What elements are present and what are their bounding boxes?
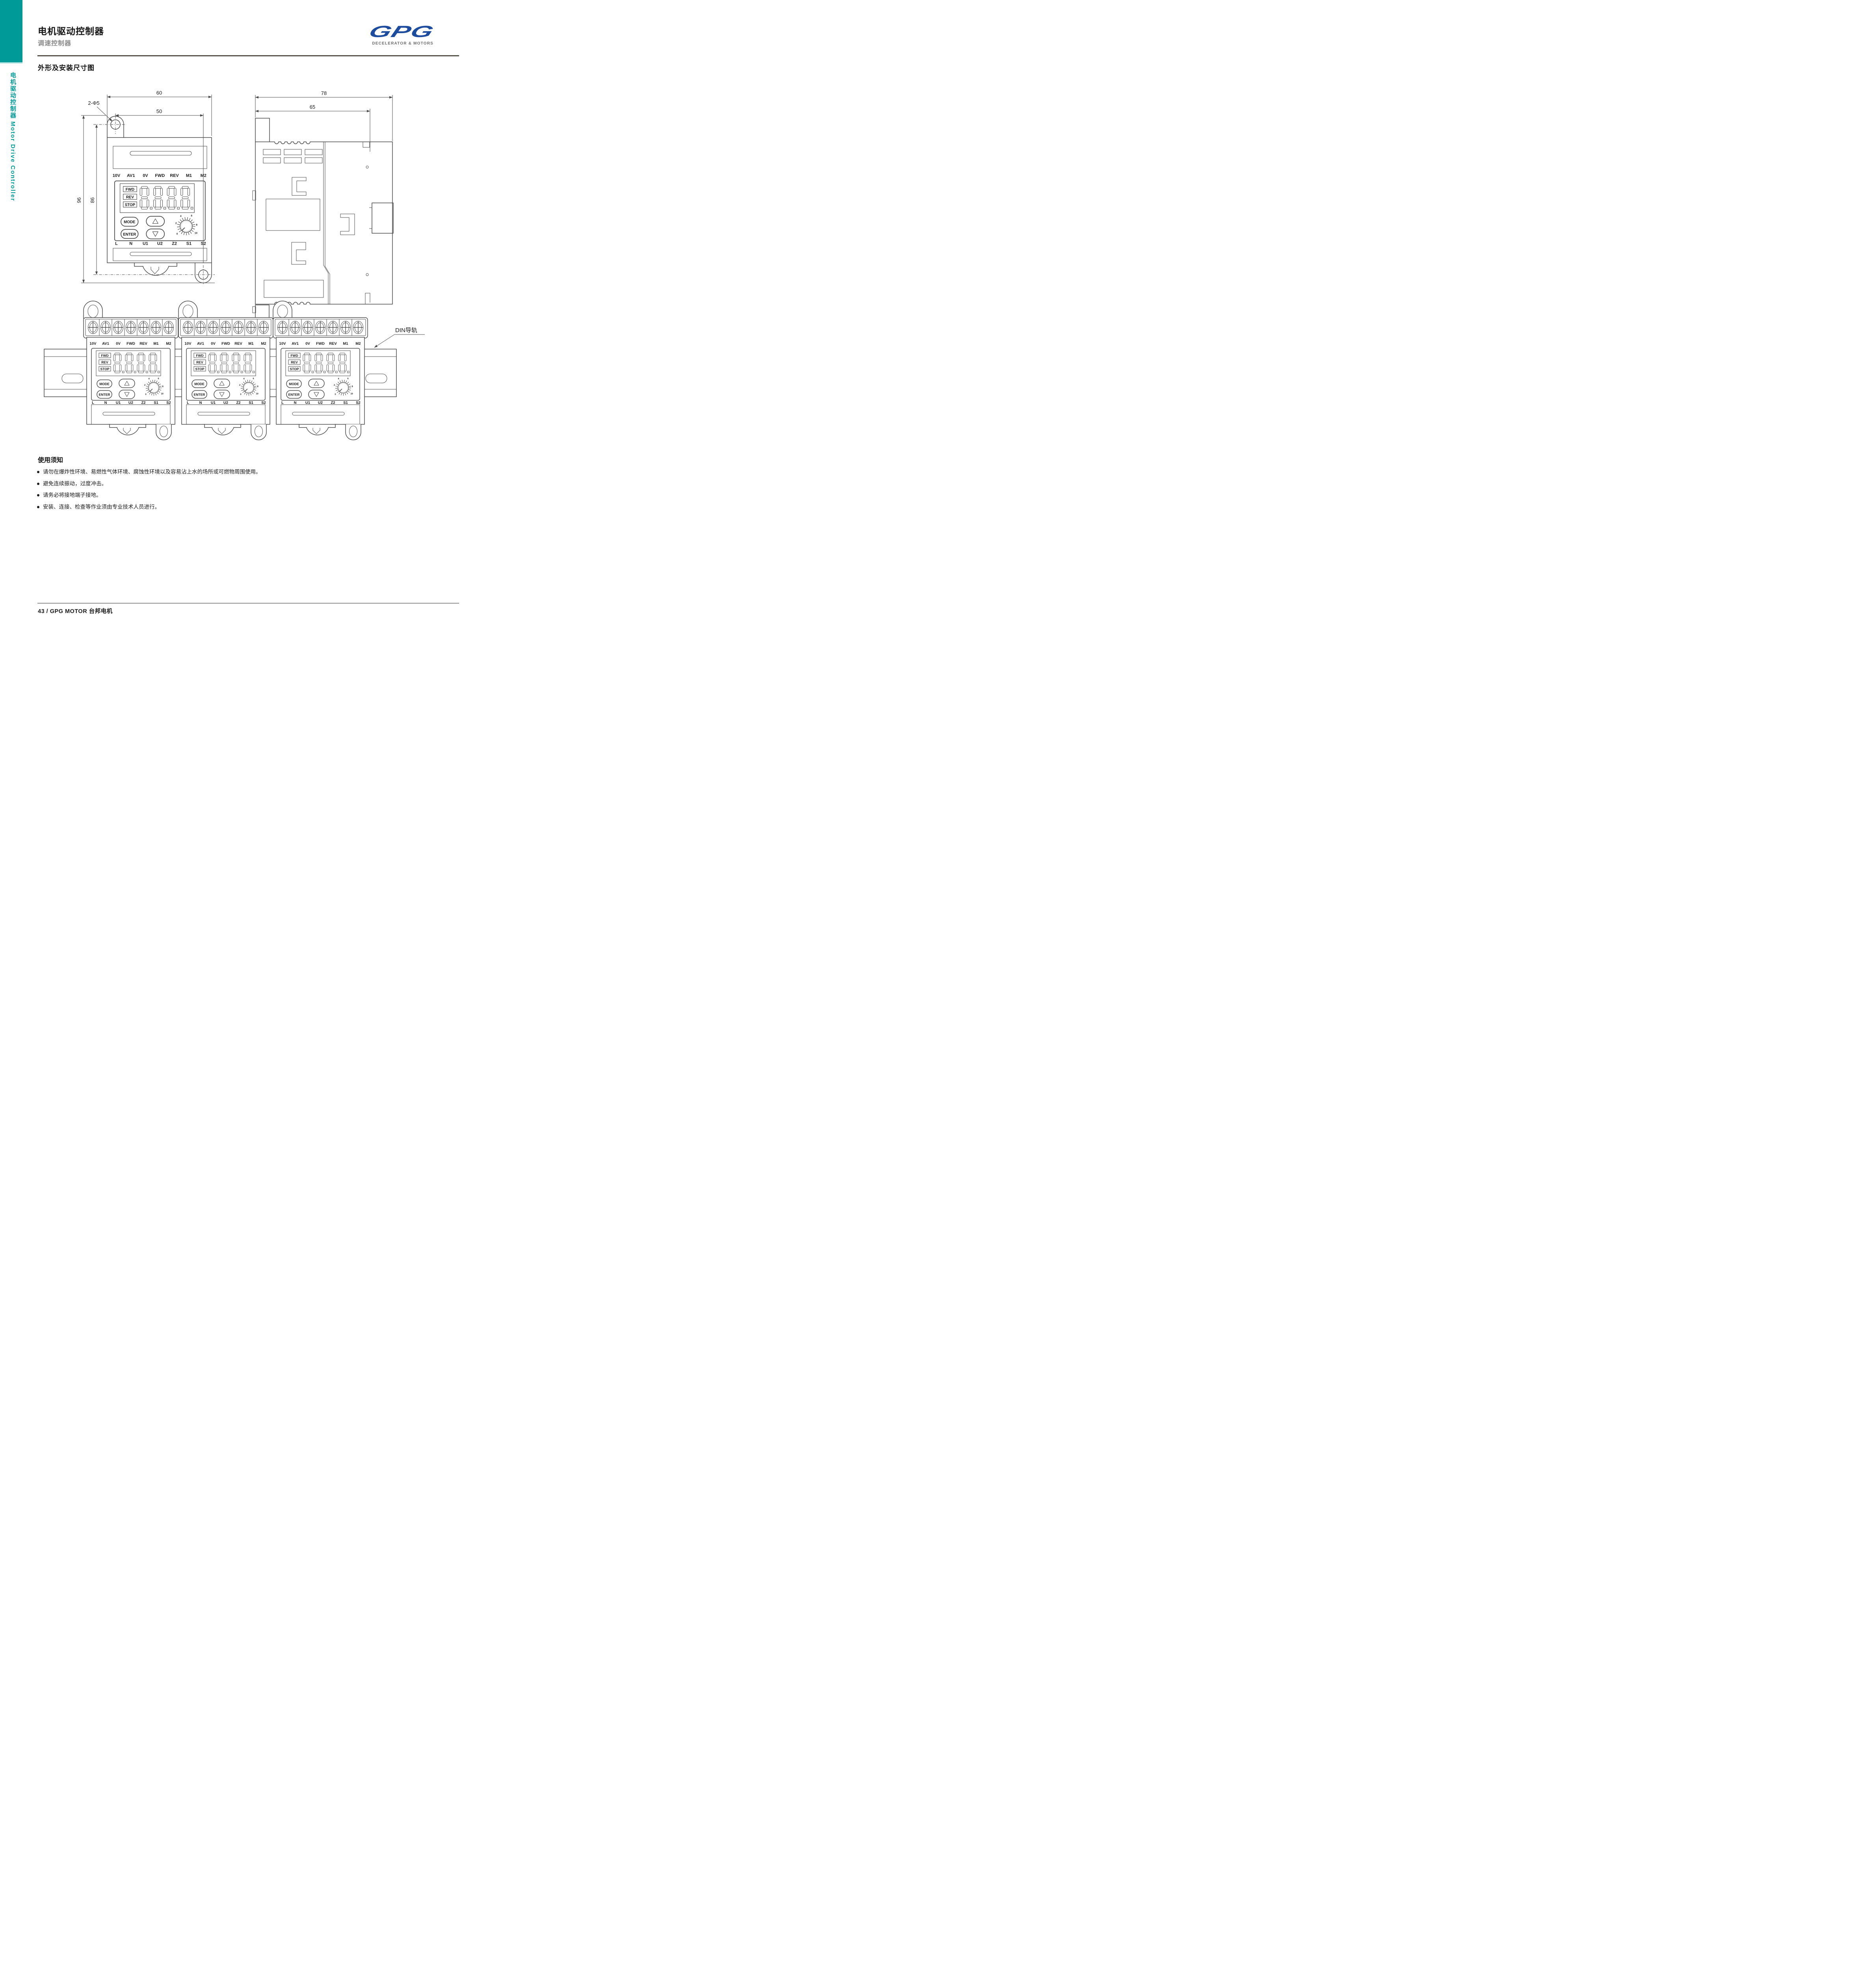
rail-slot-left: [61, 374, 84, 383]
rail-slot-right: [365, 374, 387, 383]
mounting-hole-top: [110, 119, 121, 130]
bullet-icon: [37, 494, 39, 496]
terminal-cover-profile: [255, 118, 270, 142]
housing-seam: [323, 142, 330, 304]
side-view: 78 65: [252, 90, 394, 333]
bullet-icon: [37, 506, 39, 508]
footer-page-label: 43 / GPG MOTOR 台邦电机: [38, 608, 113, 615]
controller-unit-2: [178, 301, 273, 440]
side-body-outline: [255, 141, 393, 305]
dim-78: 78: [321, 90, 327, 96]
dim-86: 86: [89, 197, 95, 203]
dim-50: 50: [156, 108, 162, 114]
bottom-recess: [113, 248, 207, 261]
unit-body: [107, 137, 212, 263]
top-slot: [130, 151, 192, 156]
header-rule: [37, 55, 459, 56]
section-heading: 外形及安装尺寸图: [38, 64, 95, 72]
din-clip-lever: [143, 266, 169, 276]
technical-drawings: 0 2 4 6 8 10 10V AV1 0V FWD REV M1 M2 FW…: [44, 90, 425, 636]
controller-unit-1: [84, 301, 178, 440]
top-recess: [113, 146, 207, 169]
bracket-cutout-upper: [292, 177, 307, 196]
din-clip-steps: [134, 262, 177, 267]
sidebar-vertical-label: 电机驱动控制器 Motor Drive Controller: [9, 72, 16, 202]
note-item: 避免连续振动，过度冲击。: [37, 480, 423, 489]
din-rail-assembly: DIN导轨: [44, 301, 425, 440]
rail-hook-top: [363, 142, 370, 148]
notes-heading: 使用须知: [38, 457, 63, 464]
page-subtitle: 调速控制器: [38, 40, 72, 47]
dim-96: 96: [76, 197, 82, 203]
mounting-tab-bottom: [195, 262, 212, 283]
note-item: 请勿在爆炸性环境、易燃性气体环境、腐蚀性环境以及容易沾上水的场所或可燃物周围使用…: [37, 468, 423, 478]
side-recess-window: [266, 199, 320, 231]
din-rail-section: [372, 203, 394, 234]
mounting-hole-bottom: [198, 269, 208, 280]
bottom-recess-profile: [264, 280, 324, 298]
page-title: 电机驱动控制器: [38, 26, 104, 36]
logo-tagline: DECELERATOR & MOTORS: [372, 41, 433, 46]
bottom-slot: [130, 252, 192, 256]
bracket-cutout-lower: [291, 242, 306, 265]
dim-65: 65: [310, 104, 315, 110]
teal-corner-block: [0, 0, 22, 63]
bullet-icon: [37, 471, 39, 473]
mounting-tab-top: [107, 116, 124, 138]
dim-hole-note: 2-Φ5: [88, 100, 99, 106]
bullet-icon: [37, 483, 39, 485]
rail-hook-bracket: [340, 214, 355, 235]
rail-hook-bottom: [365, 293, 370, 304]
controller-unit-3: [273, 301, 368, 440]
footer-rule: [37, 603, 459, 604]
vent-slots: [263, 149, 323, 164]
brand-logo: GPG DECELERATOR & MOTORS: [339, 22, 437, 46]
dim-60: 60: [156, 90, 162, 96]
din-rail-label: DIN导轨: [395, 327, 417, 334]
note-item: 安装、连接、检查等作业须由专业技术人员进行。: [37, 503, 423, 513]
front-view: 60 50 2-Φ5 96 86: [76, 90, 215, 284]
note-item: 请务必将接地端子接地。: [37, 491, 423, 501]
